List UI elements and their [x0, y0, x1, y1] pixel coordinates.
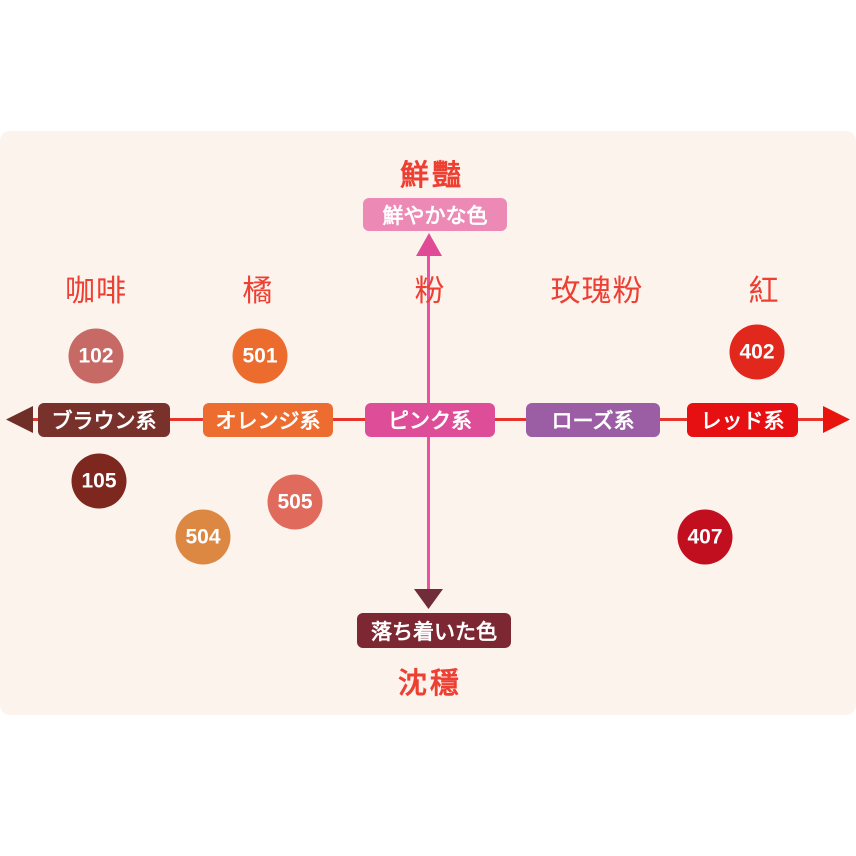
vivid-color-label-box: 鮮やかな色: [363, 198, 507, 231]
swatch-505: 505: [267, 474, 323, 530]
swatch-105: 105: [71, 453, 127, 509]
calm-axis-title: 沈穩: [397, 668, 463, 700]
category-label-orange: 橘: [242, 275, 274, 308]
axis-box-rose: ローズ系: [526, 403, 660, 437]
axis-box-pink: ピンク系: [365, 403, 495, 437]
axis-box-red: レッド系: [687, 403, 798, 437]
category-label-red: 紅: [748, 275, 780, 308]
axis-box-orange: オレンジ系: [203, 403, 333, 437]
category-label-rose-pink: 玫瑰粉: [550, 275, 644, 308]
axis-box-brown: ブラウン系: [38, 403, 170, 437]
swatch-407: 407: [677, 509, 733, 565]
swatch-504: 504: [175, 509, 231, 565]
calm-color-label-box: 落ち着いた色: [357, 613, 511, 648]
swatch-402: 402: [729, 324, 785, 380]
swatch-501: 501: [232, 328, 288, 384]
category-label-coffee: 咖啡: [65, 275, 127, 308]
swatch-102: 102: [68, 328, 124, 384]
vivid-axis-title: 鮮豔: [399, 160, 465, 192]
category-label-pink: 粉: [414, 275, 446, 308]
